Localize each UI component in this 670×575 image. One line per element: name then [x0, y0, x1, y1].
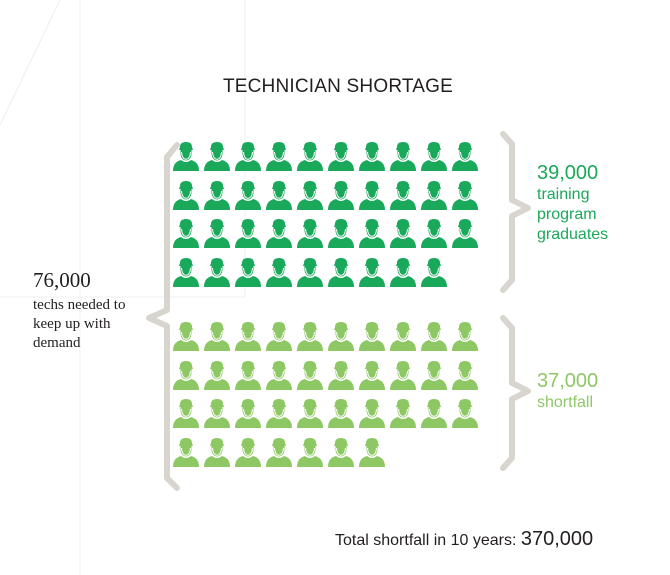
person-icon — [266, 141, 292, 171]
person-icon — [173, 321, 199, 351]
person-icon — [297, 398, 323, 428]
person-icon — [390, 321, 416, 351]
person-icon — [359, 180, 385, 210]
person-icon — [266, 218, 292, 248]
person-icon — [359, 218, 385, 248]
person-icon — [421, 360, 447, 390]
person-icon — [297, 437, 323, 467]
needed-number: 76,000 — [33, 268, 91, 292]
total-value: 370,000 — [520, 528, 594, 550]
person-icon — [235, 180, 261, 210]
person-icon — [204, 218, 230, 248]
person-icon — [204, 141, 230, 171]
graduates-annotation: 39,000 training program graduates — [537, 162, 647, 245]
person-icon — [297, 360, 323, 390]
person-icon — [173, 180, 199, 210]
graduates-bracket — [500, 131, 531, 293]
person-icon — [204, 437, 230, 467]
person-icon — [390, 180, 416, 210]
person-icon — [328, 180, 354, 210]
person-icon — [328, 360, 354, 390]
person-icon — [266, 321, 292, 351]
person-icon — [359, 141, 385, 171]
person-icon — [235, 398, 261, 428]
person-icon — [235, 360, 261, 390]
person-icon — [421, 218, 447, 248]
person-icon — [297, 257, 323, 287]
person-icon — [173, 218, 199, 248]
total-label: Total shortfall in 10 years: — [335, 532, 517, 549]
person-icon — [266, 180, 292, 210]
person-icon — [204, 398, 230, 428]
person-icon — [204, 360, 230, 390]
person-icon — [421, 180, 447, 210]
shortfall-annotation: 37,000 shortfall — [537, 370, 647, 413]
chart-title: TECHNICIAN SHORTAGE — [222, 76, 454, 97]
person-icon — [266, 398, 292, 428]
total-shortfall: Total shortfall in 10 years: 370,000 — [335, 528, 593, 551]
person-icon — [297, 321, 323, 351]
person-icon — [421, 398, 447, 428]
person-icon — [359, 437, 385, 467]
person-icon — [173, 398, 199, 428]
person-icon — [452, 398, 478, 428]
person-icon — [297, 218, 323, 248]
person-icon — [297, 180, 323, 210]
person-icon — [452, 360, 478, 390]
person-icon — [359, 398, 385, 428]
person-icon — [390, 398, 416, 428]
person-icon — [266, 437, 292, 467]
person-icon — [235, 257, 261, 287]
person-icon — [266, 257, 292, 287]
person-icon — [328, 398, 354, 428]
person-icon — [235, 141, 261, 171]
person-icon — [421, 141, 447, 171]
person-icon — [328, 141, 354, 171]
person-icon — [359, 321, 385, 351]
person-icon — [235, 218, 261, 248]
needed-label: techs needed to keep up with demand — [33, 297, 126, 351]
shortfall-bracket — [500, 315, 531, 471]
person-icon — [390, 257, 416, 287]
person-icon — [452, 180, 478, 210]
person-icon — [328, 437, 354, 467]
person-icon — [173, 360, 199, 390]
shortfall-label: shortfall — [537, 394, 594, 411]
person-icon — [235, 437, 261, 467]
person-icon — [390, 218, 416, 248]
graduates-label: training program graduates — [537, 186, 609, 243]
person-icon — [173, 437, 199, 467]
person-icon — [452, 141, 478, 171]
person-icon — [390, 141, 416, 171]
person-icon — [359, 360, 385, 390]
person-icon — [204, 257, 230, 287]
person-icon — [204, 321, 230, 351]
person-icon — [421, 257, 447, 287]
left-bracket — [146, 142, 180, 491]
person-icon — [173, 141, 199, 171]
shortfall-number: 37,000 — [537, 370, 599, 392]
person-icon — [452, 218, 478, 248]
person-icon — [421, 321, 447, 351]
person-icon — [359, 257, 385, 287]
graduates-number: 39,000 — [537, 162, 599, 184]
person-icon — [204, 180, 230, 210]
person-icon — [328, 257, 354, 287]
person-icon — [173, 257, 199, 287]
person-icon — [297, 141, 323, 171]
person-icon — [328, 321, 354, 351]
person-icon — [328, 218, 354, 248]
person-icon — [452, 321, 478, 351]
person-icon — [266, 360, 292, 390]
person-icon — [235, 321, 261, 351]
person-icon — [390, 360, 416, 390]
